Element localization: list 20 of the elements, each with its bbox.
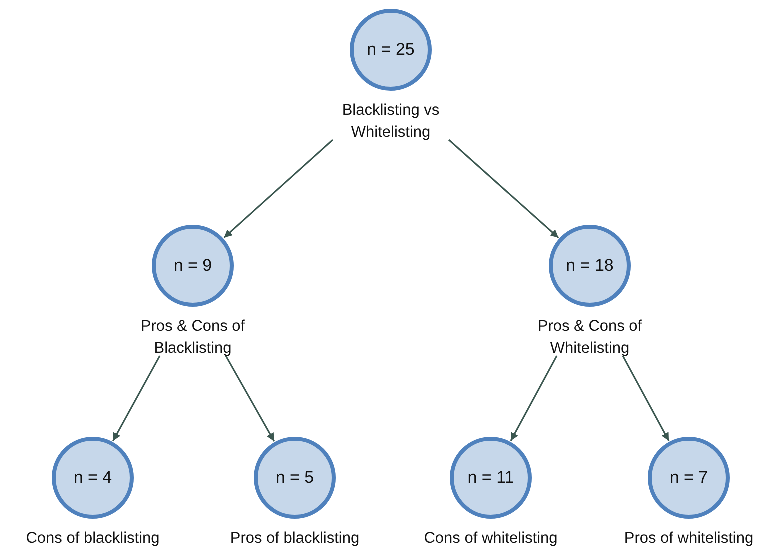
node-caption: Pros of whitelisting bbox=[624, 529, 754, 549]
count-circle: n = 11 bbox=[450, 437, 532, 519]
count-circle: n = 5 bbox=[254, 437, 336, 519]
arrow bbox=[448, 139, 560, 239]
count-circle: n = 9 bbox=[152, 225, 234, 307]
node-caption: Pros of blacklisting bbox=[230, 529, 360, 549]
count-circle: n = 25 bbox=[350, 9, 432, 91]
node-caption: Pros & Cons of Whitelisting bbox=[536, 317, 644, 359]
arrow bbox=[224, 139, 334, 238]
arrow bbox=[225, 356, 276, 442]
arrow bbox=[112, 356, 161, 442]
node-caption: Blacklisting vs Whitelisting bbox=[341, 101, 441, 143]
count-circle: n = 7 bbox=[648, 437, 730, 519]
count-circle: n = 18 bbox=[549, 225, 631, 307]
count-circle: n = 4 bbox=[52, 437, 134, 519]
arrow bbox=[622, 356, 670, 442]
arrow bbox=[510, 356, 558, 442]
node-caption: Pros & Cons of Blacklisting bbox=[140, 317, 246, 359]
node-caption: Cons of whitelisting bbox=[424, 529, 558, 549]
node-caption: Cons of blacklisting bbox=[26, 529, 160, 549]
